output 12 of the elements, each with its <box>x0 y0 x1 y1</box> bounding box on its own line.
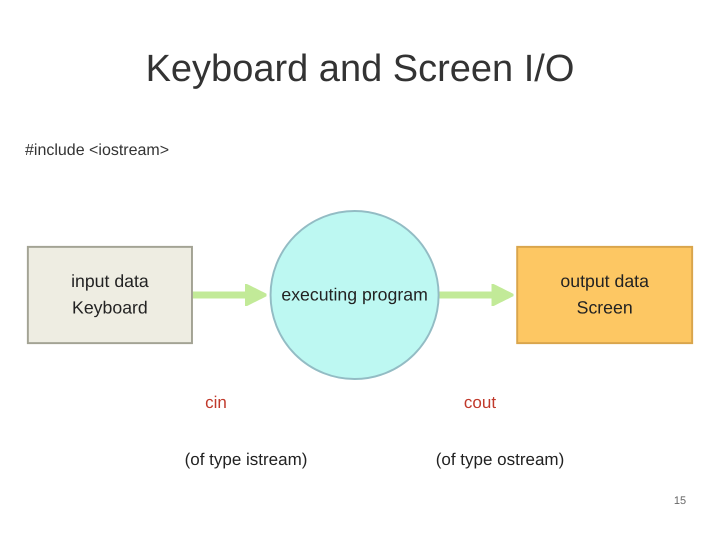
type-note: (of type istream) <box>184 450 308 470</box>
node-circle: executing program <box>270 210 440 380</box>
arrow <box>438 283 514 307</box>
type-note: (of type ostream) <box>436 450 564 470</box>
page-number: 15 <box>674 495 686 507</box>
stream-name: cout <box>464 393 496 413</box>
slide-title: Keyboard and Screen I/O <box>146 48 574 90</box>
node-box: output data Screen <box>516 246 694 344</box>
stream-name: cin <box>205 393 227 413</box>
arrow <box>192 283 268 307</box>
node-box: input data Keyboard <box>26 246 193 344</box>
code-line: #include <iostream> <box>25 142 170 160</box>
